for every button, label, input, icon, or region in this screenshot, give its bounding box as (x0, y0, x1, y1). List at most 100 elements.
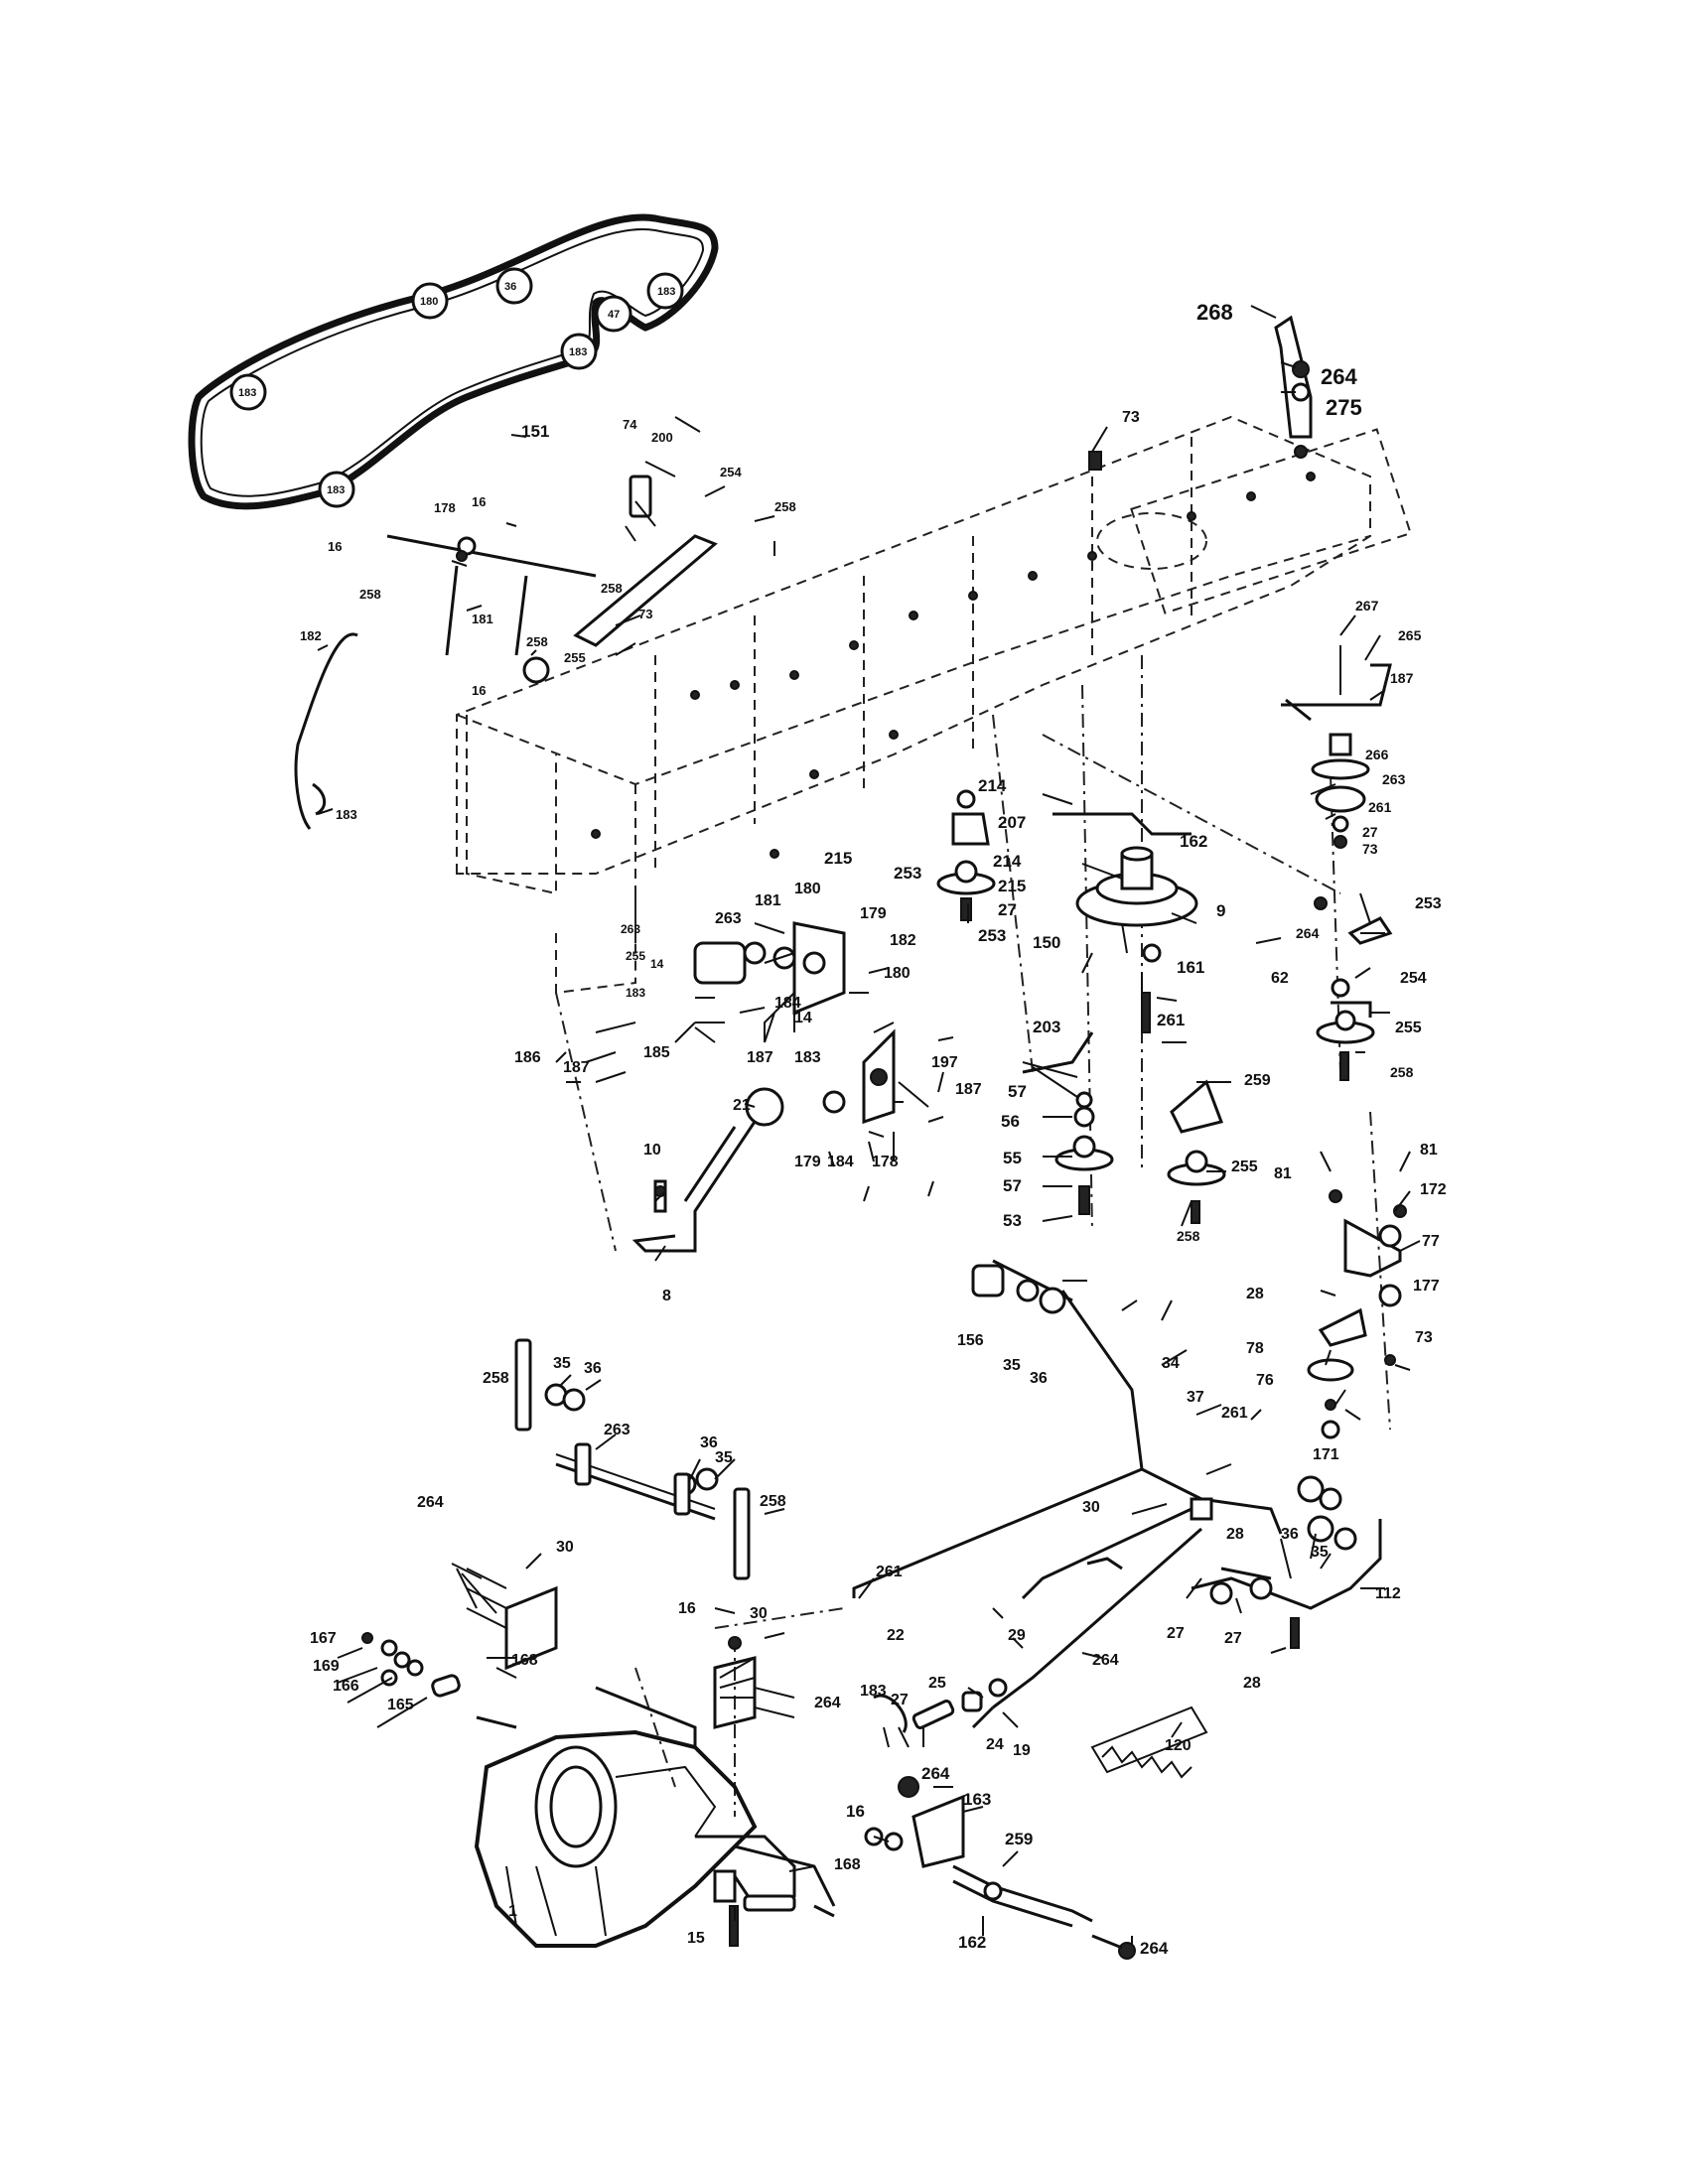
callout-14-b: 14 (794, 1010, 812, 1026)
pulley-183-left (229, 373, 267, 411)
callout-30-b: 30 (750, 1605, 768, 1622)
callout-187-a: 258 (1390, 1064, 1414, 1080)
callout-183-a: 255 (1395, 1020, 1422, 1036)
callout-259: 259 (1244, 1072, 1271, 1089)
callout-180: 215 (998, 877, 1026, 895)
callout-199-b: 258 (359, 587, 381, 602)
callout-10: 10 (643, 1142, 661, 1159)
callout-35-a: 35 (1003, 1357, 1021, 1374)
callout-185: 254 (720, 465, 742, 479)
callout-254: 253 (894, 864, 921, 883)
callout-16-e: 16 (846, 1802, 865, 1821)
drive-belt: 183 180 36 47 183 183 183 (188, 213, 719, 510)
callout-263-d: 264 (814, 1695, 841, 1711)
callout-50-b: 81 (1420, 1142, 1438, 1159)
callout-66: 162 (1180, 832, 1207, 851)
callout-42-b: 57 (1003, 1176, 1022, 1195)
callout-75: 166 (333, 1678, 359, 1695)
callout-35-d: 35 (715, 1449, 733, 1466)
callout-36-c: 36 (584, 1360, 602, 1377)
pedal-assembly (632, 921, 896, 1253)
belt-label-183-left: 183 (238, 387, 256, 399)
callout-199-c: 258 (601, 581, 623, 596)
callout-258-a: 261 (1221, 1405, 1248, 1422)
callout-51-d: 73 (1415, 1329, 1433, 1346)
pulley-47 (646, 272, 684, 310)
callout-26-c: 27 (1167, 1625, 1185, 1642)
transaxle (361, 1632, 836, 1948)
callout-187-b: 258 (1177, 1228, 1200, 1244)
callout-199-d: 258 (526, 634, 548, 649)
callout-163-b: 183 (794, 1049, 821, 1066)
callout-51-c: 73 (1362, 841, 1378, 857)
callout-165: 184 (827, 1154, 854, 1170)
callout-179-a: 214 (978, 776, 1007, 795)
callout-275: 275 (1326, 395, 1362, 420)
belt-label-36: 47 (608, 309, 620, 321)
callout-62: 156 (957, 1332, 984, 1349)
belt-label-183-top: 180 (420, 296, 438, 308)
callout-197: 255 (564, 650, 586, 665)
pulley-36 (595, 295, 632, 333)
callout-207-a: 263 (715, 910, 742, 927)
callout-16-a: 16 (472, 494, 486, 509)
callout-57: 151 (521, 422, 549, 441)
callout-78: 169 (313, 1658, 340, 1675)
callout-255-a: 258 (483, 1370, 509, 1387)
belt-label-183-mid: 183 (569, 346, 587, 358)
callout-16-d: 16 (678, 1600, 696, 1617)
callout-263-f: 264 (1140, 1939, 1169, 1958)
bottom-levers (864, 1678, 1136, 1960)
callout-156: 178 (872, 1154, 899, 1170)
callout-172: 200 (651, 430, 673, 445)
callout-35-c: 35 (553, 1355, 571, 1372)
callout-169: 186 (514, 1049, 541, 1066)
callout-labels: 151 74 200 254 258 178 16 16 258 258 73 … (300, 300, 1447, 1958)
callout-83: 180 (884, 965, 911, 982)
callout-51-b: 73 (1122, 409, 1140, 426)
callout-76: 167 (310, 1630, 337, 1647)
callout-27-c: 28 (1243, 1675, 1261, 1692)
callout-56: 150 (1033, 933, 1060, 952)
callout-36-d: 36 (700, 1434, 718, 1451)
callout-39: 53 (1003, 1211, 1022, 1230)
callout-183-b: 255 (1231, 1159, 1258, 1175)
callout-263-e: 264 (921, 1764, 950, 1783)
callout-27-a: 28 (1246, 1286, 1264, 1302)
callout-162: 182 (890, 932, 916, 949)
callout-26-b: 27 (998, 900, 1017, 919)
callout-163-a: 183 (626, 986, 645, 1000)
callout-19: 19 (1013, 1742, 1031, 1759)
callout-15: 15 (687, 1930, 705, 1947)
callout-21: 21 (733, 1097, 751, 1114)
callout-25: 25 (928, 1675, 946, 1692)
callout-182: 254 (1400, 970, 1427, 987)
callout-112: 184 (774, 995, 801, 1012)
callout-150: 172 (1420, 1181, 1447, 1198)
callout-14-a: 14 (650, 957, 664, 971)
callout-16-c: 16 (472, 683, 486, 698)
callout-84: 181 (472, 612, 493, 626)
brake-linkage (294, 475, 718, 830)
callout-159: 180 (794, 881, 821, 897)
callout-53: 112 (1375, 1585, 1401, 1602)
callout-38: 55 (1003, 1149, 1022, 1167)
pulley-183-top (411, 282, 449, 320)
shift-shaft-assembly (466, 1338, 795, 1729)
callout-36-a: 36 (1030, 1370, 1048, 1387)
callout-166: 187 (955, 1081, 982, 1098)
callout-96-a: 183 (336, 807, 357, 822)
callout-268: 268 (1196, 300, 1233, 325)
callout-95: 182 (300, 628, 322, 643)
callout-16-b: 16 (328, 539, 342, 554)
pedal-knob (745, 1087, 784, 1127)
callout-77-b: 168 (834, 1856, 861, 1873)
callout-35-b: 35 (1311, 1544, 1329, 1561)
callout-263-c: 264 (417, 1494, 444, 1511)
callout-8: 8 (662, 1288, 671, 1304)
callout-203: 261 (1157, 1011, 1185, 1029)
callout-43: 62 (1271, 970, 1289, 987)
callout-178: 207 (998, 813, 1026, 832)
callout-22: 22 (887, 1627, 905, 1644)
